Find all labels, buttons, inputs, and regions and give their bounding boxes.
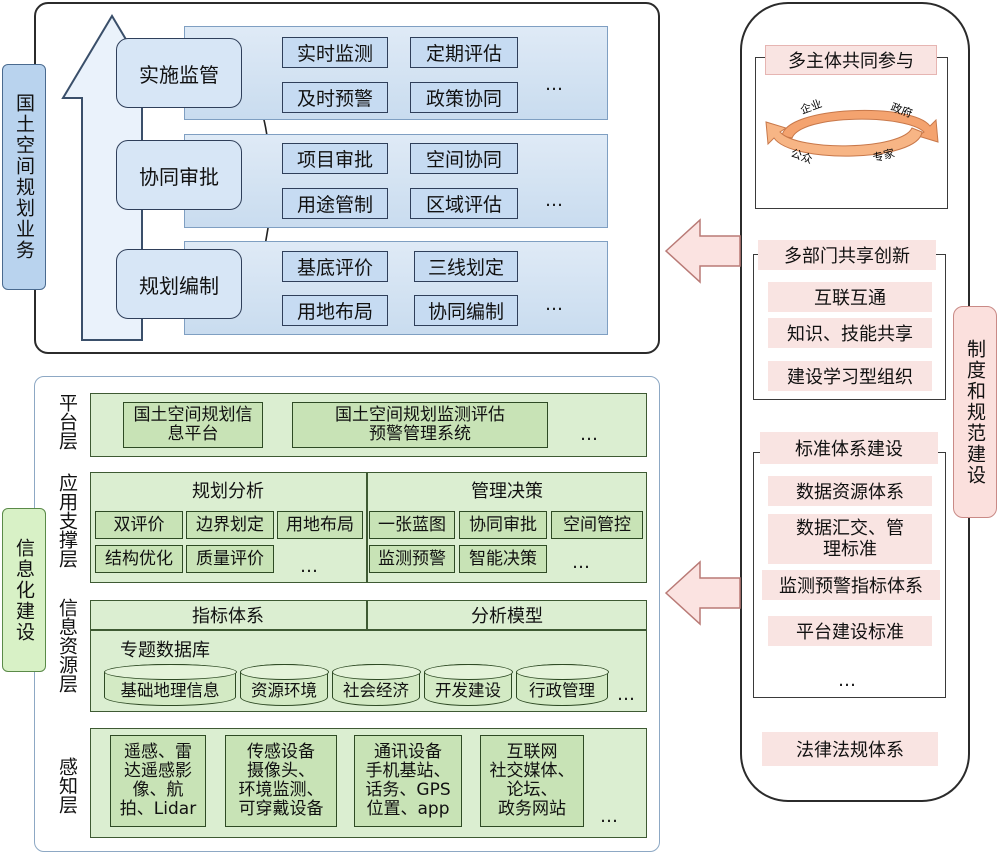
- planning-business-label: 国土空间规划业务: [13, 93, 35, 261]
- layer-label-application: 应用支撑层: [56, 473, 78, 568]
- dept-item-learning-org[interactable]: 建设学习型组织: [768, 361, 932, 391]
- index-system-label: 指标体系: [192, 605, 264, 627]
- item-project-approval[interactable]: 项目审批: [282, 143, 388, 174]
- more-application-right: …: [572, 552, 591, 573]
- informatization-label-box: 信息化建设: [2, 508, 46, 672]
- more-row2: …: [545, 190, 564, 211]
- item-land-layout[interactable]: 用地布局: [282, 295, 388, 326]
- item-collaborative-compilation[interactable]: 协同编制: [414, 295, 518, 326]
- app-quality-evaluation[interactable]: 质量评价: [186, 545, 274, 573]
- sensor-communication[interactable]: 通讯设备 手机基站、 话务、GPS 位置、app: [354, 735, 462, 827]
- stage-implementation[interactable]: 实施监管: [116, 38, 242, 108]
- dept-item-knowledge-sharing[interactable]: 知识、技能共享: [768, 318, 932, 348]
- platform-monitoring-system[interactable]: 国土空间规划监测评估预警管理系统: [292, 402, 548, 448]
- more-platform: …: [580, 424, 599, 445]
- sensor-remote-sensing[interactable]: 遥感、雷 达遥感影 像、航 拍、Lidar: [110, 735, 206, 827]
- item-spatial-coordination[interactable]: 空间协同: [410, 143, 518, 174]
- informatization-label: 信息化建设: [13, 537, 35, 643]
- db-basic-geo[interactable]: 基础地理信息: [103, 663, 237, 706]
- cycle-label-enterprise: 企业: [798, 96, 823, 117]
- item-use-control[interactable]: 用途管制: [282, 188, 388, 219]
- std-item-data-resources[interactable]: 数据资源体系: [768, 476, 932, 506]
- std-item-platform-standard[interactable]: 平台建设标准: [768, 616, 932, 646]
- planning-analysis-title: 规划分析: [192, 481, 264, 502]
- layer-label-platform: 平台层: [56, 393, 78, 450]
- information-header-line: [90, 629, 647, 631]
- dept-item-interconnection[interactable]: 互联互通: [768, 282, 932, 312]
- more-standards: …: [838, 670, 857, 691]
- app-structure-optimization[interactable]: 结构优化: [95, 545, 183, 573]
- item-timely-warning[interactable]: 及时预警: [282, 82, 388, 113]
- std-item-data-exchange[interactable]: 数据汇交、管理标准: [768, 514, 932, 564]
- db-development[interactable]: 开发建设: [423, 663, 513, 706]
- multi-dept-title: 多部门共享创新: [758, 240, 936, 270]
- more-row3: …: [545, 294, 564, 315]
- application-divider: [366, 472, 368, 583]
- db-administration[interactable]: 行政管理: [515, 663, 609, 706]
- item-base-evaluation[interactable]: 基底评价: [282, 251, 388, 282]
- item-periodic-assessment[interactable]: 定期评估: [410, 37, 518, 68]
- band-implementation: [184, 26, 608, 120]
- stage-compilation[interactable]: 规划编制: [116, 249, 242, 319]
- sensor-internet[interactable]: 互联网 社交媒体、 论坛、 政务网站: [480, 735, 584, 827]
- layer-label-perception: 感知层: [56, 757, 78, 814]
- app-collaborative-approval[interactable]: 协同审批: [459, 511, 547, 539]
- law-system[interactable]: 法律法规体系: [762, 732, 938, 766]
- stage-approval[interactable]: 协同审批: [116, 140, 242, 210]
- cycle-label-expert: 专家: [871, 146, 896, 165]
- app-monitoring-warning[interactable]: 监测预警: [369, 545, 455, 573]
- app-one-blueprint[interactable]: 一张蓝图: [369, 511, 455, 539]
- item-realtime-monitoring[interactable]: 实时监测: [282, 37, 388, 68]
- db-socio-economic[interactable]: 社会经济: [331, 663, 421, 706]
- item-three-lines[interactable]: 三线划定: [414, 251, 518, 282]
- band-approval: [184, 134, 608, 228]
- app-boundary-delimitation[interactable]: 边界划定: [186, 511, 274, 539]
- planning-business-label-box: 国土空间规划业务: [2, 64, 46, 290]
- analysis-model-label: 分析模型: [471, 605, 543, 627]
- band-compilation: [184, 241, 608, 335]
- information-header-divider: [366, 600, 368, 630]
- platform-info-platform[interactable]: 国土空间规划信息平台: [123, 402, 263, 448]
- participation-cycle-icon: 企业 政府 专家 公众: [765, 96, 939, 166]
- institution-label-box: 制度和规范建设: [953, 306, 997, 518]
- app-smart-decision[interactable]: 智能决策: [459, 545, 547, 573]
- left-arrow-icon-top: [664, 218, 741, 284]
- item-policy-coordination[interactable]: 政策协同: [410, 82, 518, 113]
- multi-subject-title: 多主体共同参与: [765, 45, 937, 75]
- management-decision-title: 管理决策: [471, 481, 543, 502]
- app-land-layout[interactable]: 用地布局: [277, 511, 363, 539]
- more-perception: …: [600, 806, 619, 827]
- more-row1: …: [545, 74, 564, 95]
- app-dual-evaluation[interactable]: 双评价: [95, 511, 183, 539]
- more-application-left: …: [300, 556, 319, 577]
- thematic-db-title: 专题数据库: [120, 640, 210, 661]
- sensor-devices[interactable]: 传感设备 摄像头、 环境监测、 可穿戴设备: [225, 735, 337, 827]
- item-regional-assessment[interactable]: 区域评估: [410, 188, 518, 219]
- db-resource-env[interactable]: 资源环境: [239, 663, 329, 706]
- std-item-warning-index[interactable]: 监测预警指标体系: [762, 570, 940, 600]
- institution-label: 制度和规范建设: [964, 338, 986, 486]
- layer-label-information: 信息资源层: [56, 598, 78, 693]
- standards-title: 标准体系建设: [760, 432, 938, 464]
- app-spatial-control[interactable]: 空间管控: [551, 511, 643, 539]
- more-information: …: [617, 684, 636, 705]
- left-arrow-icon-bottom: [664, 560, 741, 626]
